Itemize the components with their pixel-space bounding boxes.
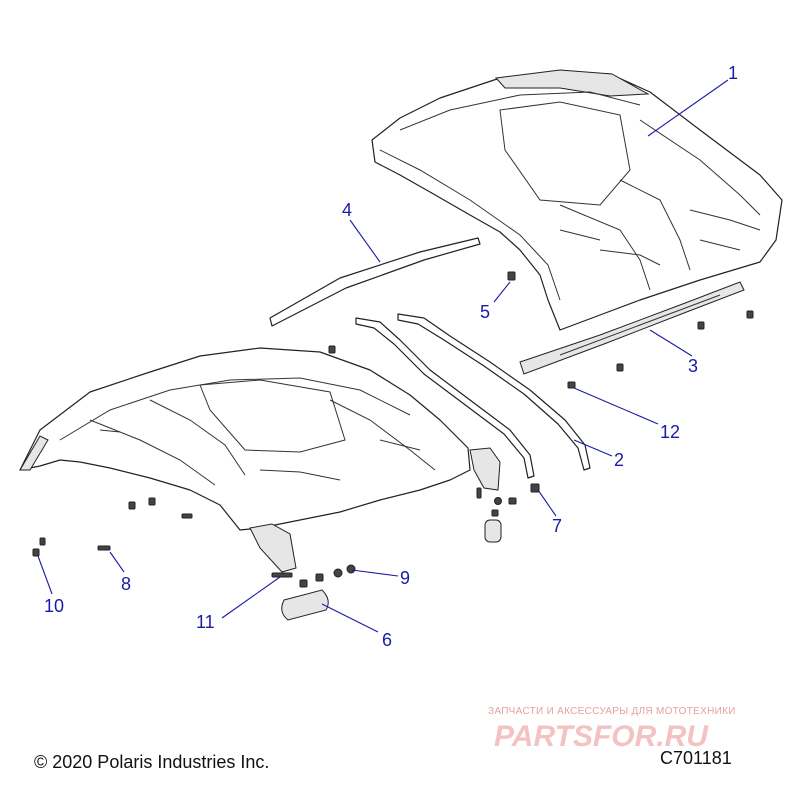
screw-10b	[32, 548, 40, 557]
callout-9: 9	[400, 568, 410, 588]
roof-panel-lower	[19, 347, 471, 531]
callout-5: 5	[480, 302, 490, 322]
callout-4: 4	[342, 200, 352, 220]
leader-1	[647, 79, 729, 137]
nut-7e	[491, 509, 499, 517]
washer-7d	[494, 497, 502, 505]
callout-3: 3	[688, 356, 698, 376]
callout-6: 6	[382, 630, 392, 650]
leader-11	[221, 576, 281, 619]
pin-8	[97, 545, 111, 551]
roof-panel-upper	[371, 69, 783, 331]
watermark-logo: PARTSFOR.RU	[494, 720, 709, 753]
watermark-tagline: ЗАПЧАСТИ И АКСЕССУАРЫ ДЛЯ МОТОТЕХНИКИ	[488, 706, 736, 717]
callout-2: 2	[614, 450, 624, 470]
bolt-9d	[299, 579, 308, 588]
fastener-lower-b	[148, 497, 156, 506]
screw-3b	[746, 310, 754, 319]
seal-strip-front	[269, 237, 481, 327]
bumper-right	[484, 519, 502, 543]
callout-11: 11	[196, 612, 215, 632]
pin-lower	[181, 513, 193, 519]
leader-lines	[37, 79, 729, 633]
fastener-5	[507, 271, 516, 281]
callout-1: 1	[728, 63, 738, 83]
leader-8	[109, 551, 125, 573]
leader-4	[349, 219, 381, 263]
copyright-text: © 2020 Polaris Industries Inc.	[34, 752, 270, 772]
nut-9a	[333, 568, 343, 578]
fastener-lower-top	[328, 345, 336, 354]
seal-strips-side	[355, 313, 591, 479]
leader-12	[573, 387, 659, 425]
nut-9b	[346, 564, 356, 574]
watermark-logo-text: PARTSFOR.RU	[494, 720, 709, 753]
screw-12	[567, 381, 576, 389]
callout-labels: 1 2 3 4 5 6 7 8 9 10 11 12	[44, 63, 738, 650]
trim-strip-rear	[519, 281, 745, 375]
leader-10	[37, 555, 53, 595]
pin-11	[271, 572, 293, 578]
roof-bracket-right	[469, 447, 501, 491]
roof-bracket-left	[249, 523, 297, 573]
bolt-7b	[508, 497, 517, 505]
callout-10: 10	[44, 596, 64, 616]
leader-2	[573, 439, 613, 457]
callout-7: 7	[552, 516, 562, 536]
bolt-9c	[315, 573, 324, 582]
pin-7c	[476, 487, 482, 499]
leader-6	[321, 603, 379, 633]
bolt-7a	[530, 483, 540, 493]
screw-3a	[697, 321, 705, 330]
leader-3	[649, 329, 693, 357]
fastener-lower-a	[128, 501, 136, 510]
leader-9	[351, 569, 399, 577]
leader-5	[493, 281, 511, 303]
leader-7	[537, 489, 557, 517]
screw-3c	[616, 363, 624, 372]
screw-10a	[39, 537, 46, 546]
callout-8: 8	[121, 574, 131, 594]
bumper-6	[281, 589, 329, 621]
callout-12: 12	[660, 422, 680, 442]
figure-id: C701181	[660, 748, 732, 768]
